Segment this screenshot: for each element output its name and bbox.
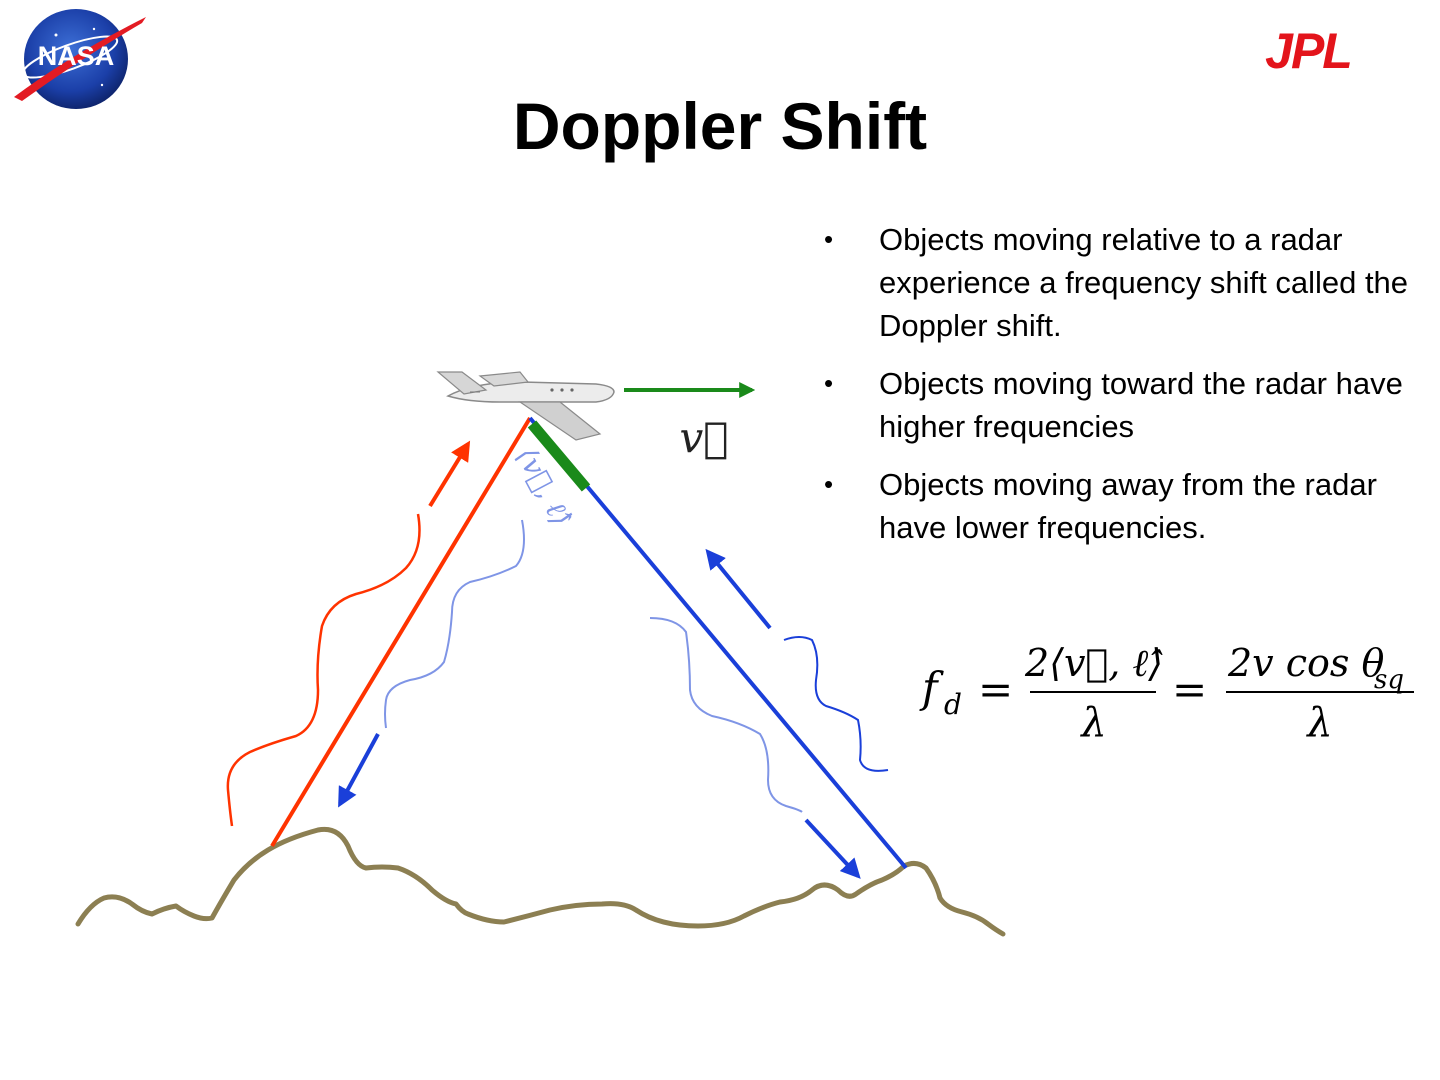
jpl-logo-text: JPL xyxy=(1265,26,1351,74)
outgoing-wave xyxy=(226,513,421,827)
return-beam-line xyxy=(528,416,908,870)
nasa-logo-icon: NASA xyxy=(14,9,146,109)
jpl-logo-icon: JPL xyxy=(1265,26,1353,74)
return-wave-far-right xyxy=(783,636,889,772)
bullet-text: Objects moving toward the radar have hig… xyxy=(879,366,1403,444)
formula-lhs-subscript: d xyxy=(944,688,962,721)
velocity-projection-segment xyxy=(527,420,591,492)
airplane-icon xyxy=(436,371,615,441)
bullet-symbol: • xyxy=(824,368,834,398)
formula-fraction2-denominator: λ xyxy=(1305,700,1332,746)
bullet-item: • Objects moving toward the radar have h… xyxy=(820,362,1420,448)
nasa-logo-text: NASA xyxy=(38,41,115,71)
formula-fraction1-numerator: 2⟨v⃗, ℓ̂⟩ xyxy=(1024,641,1163,685)
bullet-item: • Objects moving relative to a radar exp… xyxy=(820,218,1420,347)
bullet-item: • Objects moving away from the radar hav… xyxy=(820,463,1420,549)
bullet-text: Objects moving away from the radar have … xyxy=(879,467,1377,545)
formula-fraction1-denominator: λ xyxy=(1079,700,1106,746)
outgoing-direction-arrow xyxy=(428,440,471,508)
return-wave-left xyxy=(384,519,525,729)
bullet-list: • Objects moving relative to a radar exp… xyxy=(820,218,1420,564)
doppler-formula: f d = 2⟨v⃗, ℓ̂⟩ λ = 2v cos θ sq λ xyxy=(919,641,1414,746)
return-up-arrow xyxy=(705,548,772,630)
velocity-label: v⃗ xyxy=(680,413,729,462)
outgoing-beam-line xyxy=(270,416,532,848)
backscatter-direction-arrow xyxy=(338,733,380,808)
ground-terrain xyxy=(75,826,1006,937)
return-wave-right xyxy=(649,617,803,813)
formula-fraction2-numerator: 2v cos θ xyxy=(1227,641,1384,685)
bullet-symbol: • xyxy=(824,469,834,499)
formula-lhs: f xyxy=(919,663,944,712)
bullet-symbol: • xyxy=(824,224,834,254)
bullet-text: Objects moving relative to a radar exper… xyxy=(879,222,1409,343)
formula-fraction2-subscript: sq xyxy=(1374,665,1404,695)
slide-title: Doppler Shift xyxy=(512,89,928,163)
formula-equals-2: = xyxy=(1172,665,1207,714)
projection-label: ⟨v⃗, ℓ̂⟩ xyxy=(510,442,579,532)
formula-equals-1: = xyxy=(978,665,1013,714)
return-down-arrow xyxy=(804,818,861,879)
